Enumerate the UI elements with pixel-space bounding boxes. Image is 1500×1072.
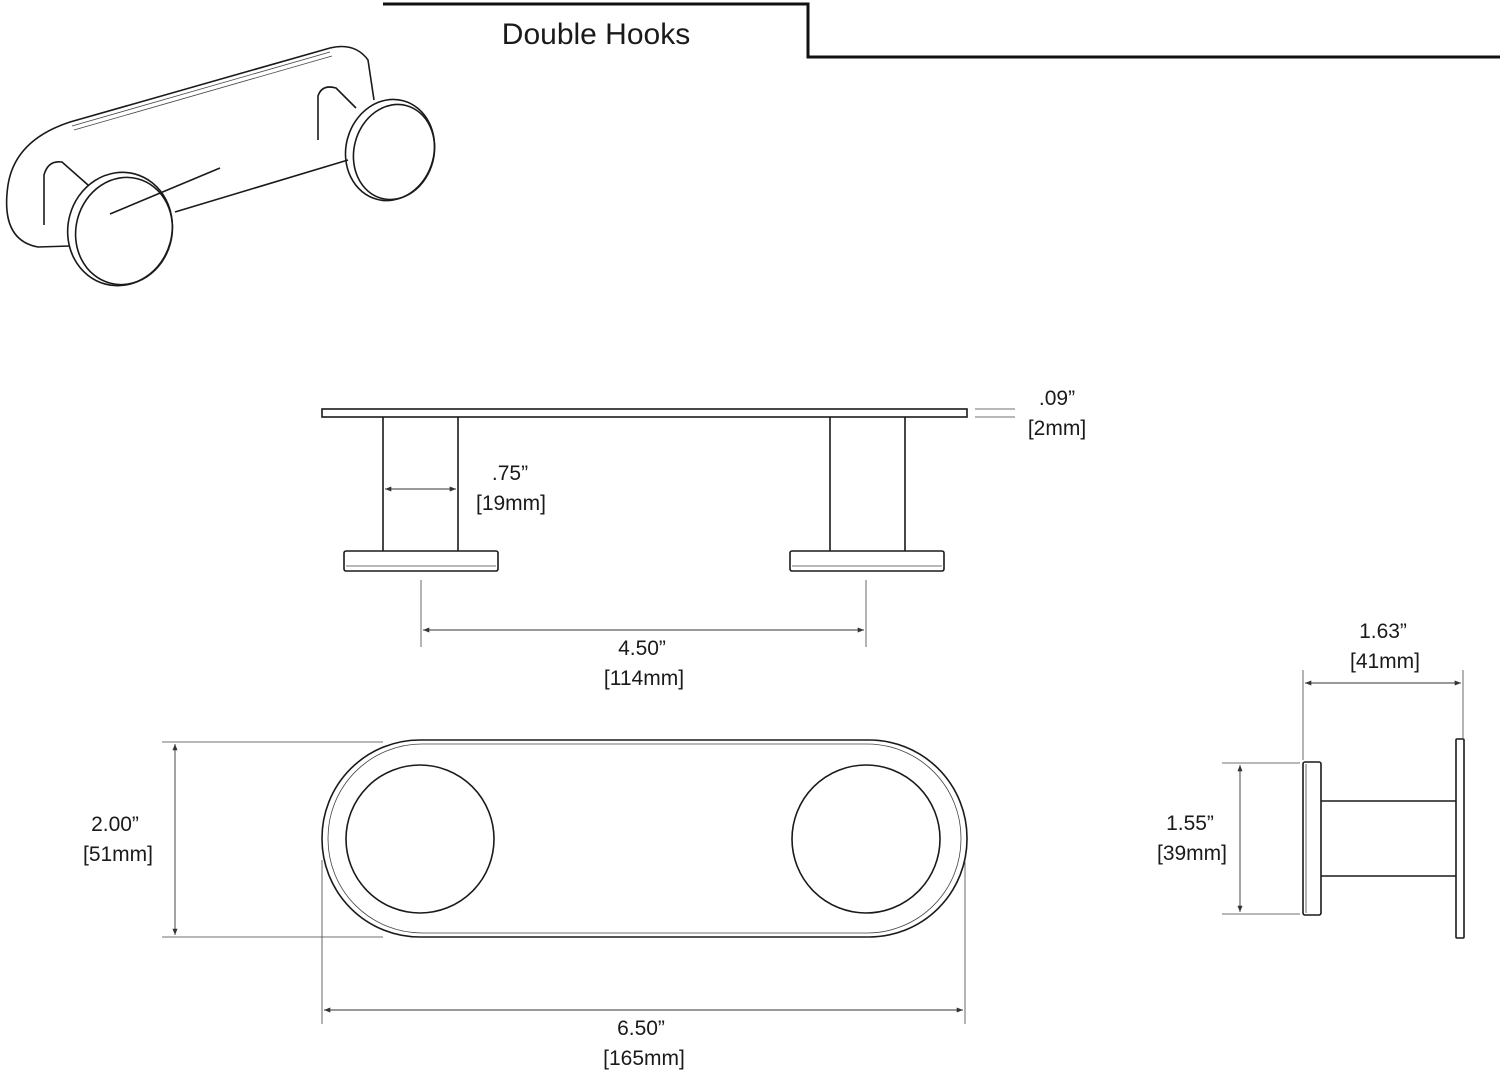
profile-view: 1.63” [41mm] 1.55” [39mm] — [1157, 620, 1465, 939]
page-title: Double Hooks — [502, 18, 690, 51]
dim-projection-imperial: 1.63” — [1359, 620, 1407, 643]
dim-spacing-metric: [114mm] — [604, 667, 684, 690]
dim-height-imperial: 2.00” — [91, 813, 139, 836]
dim-post-imperial: .75” — [492, 462, 528, 485]
dim-cap-imperial: 1.55” — [1166, 812, 1214, 835]
dim-length-metric: [165mm] — [603, 1047, 685, 1070]
hook-right-iso — [317, 86, 436, 202]
dim-thickness-imperial: .09” — [1039, 387, 1075, 410]
backplate-side — [321, 408, 968, 418]
dim-height-metric: [51mm] — [83, 843, 153, 866]
header-frame-line — [383, 2, 1500, 59]
cap-left-face — [74, 176, 174, 286]
dim-length-imperial: 6.50” — [617, 1017, 665, 1040]
isometric-view — [5, 45, 436, 287]
dim-length-ext — [321, 860, 966, 1024]
cap-left-front — [345, 764, 495, 914]
front-view: 2.00” [51mm] 6.50” [165mm] — [83, 739, 968, 1070]
dim-thickness-ext — [975, 408, 1015, 418]
dim-post-metric: [19mm] — [476, 492, 546, 515]
cap-right-side — [789, 550, 945, 572]
backplate-edge — [71, 51, 333, 131]
backplate-outline — [5, 45, 375, 248]
header: Double Hooks — [383, 2, 1500, 59]
posts-side — [382, 417, 906, 551]
dim-projection-metric: [41mm] — [1350, 650, 1420, 673]
backplate-lower-edge — [174, 159, 349, 213]
backplate-profile — [1455, 738, 1465, 939]
cap-right-rim — [344, 98, 436, 202]
backplate-front — [321, 739, 968, 938]
side-view: .09” [2mm] .75” [19mm] 4.50” [114mm] — [321, 387, 1086, 690]
dim-spacing-ext — [420, 580, 867, 647]
cap-left-side — [343, 550, 499, 572]
cap-profile — [1302, 761, 1322, 916]
post-left — [43, 160, 89, 225]
post-profile — [1321, 800, 1456, 877]
cap-left-rim — [66, 171, 174, 287]
dim-projection-ext — [1302, 670, 1464, 760]
cap-right-face — [352, 103, 436, 201]
dim-thickness-metric: [2mm] — [1028, 417, 1086, 440]
dim-spacing-imperial: 4.50” — [618, 637, 666, 660]
backplate-front-inner — [327, 743, 962, 934]
cap-right-front — [791, 764, 941, 914]
post-right — [317, 86, 357, 140]
hook-left-iso — [43, 160, 174, 287]
dim-cap-ext — [1222, 762, 1300, 915]
dim-cap-metric: [39mm] — [1157, 842, 1227, 865]
backplate-bottom-edge — [109, 167, 221, 215]
dim-height-ext — [162, 741, 383, 938]
